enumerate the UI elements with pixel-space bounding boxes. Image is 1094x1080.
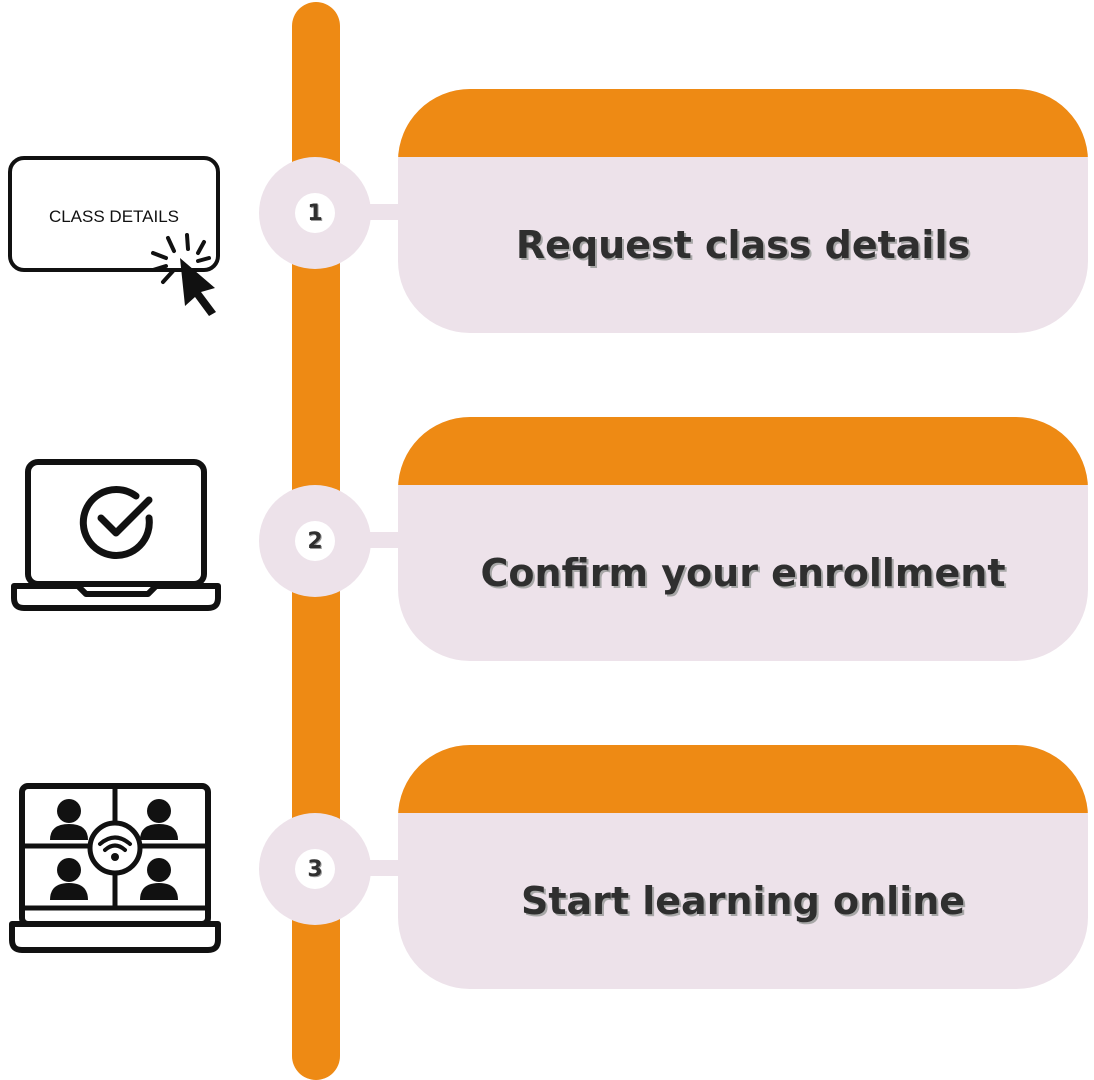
step-number-badge: 3 [295, 849, 335, 889]
step-number-badge: 1 [295, 193, 335, 233]
step-card-header [398, 89, 1088, 157]
step-card-header [398, 745, 1088, 813]
step-card-request: Request class details [398, 89, 1088, 333]
class-details-button-text: CLASS DETAILS [49, 207, 179, 226]
step-card-start: Start learning online [398, 745, 1088, 989]
laptop-check-icon [11, 459, 221, 611]
video-conference-icon [9, 783, 221, 953]
click-button-icon: CLASS DETAILS [8, 156, 220, 316]
step-label: Start learning online [520, 879, 966, 923]
step-label: Request class details [515, 223, 971, 267]
step-card-header [398, 417, 1088, 485]
step-card-confirm: Confirm your enrollment [398, 417, 1088, 661]
step-label: Confirm your enrollment [480, 551, 1006, 595]
step-number-badge: 2 [295, 521, 335, 561]
step-connector [360, 532, 410, 548]
step-connector [360, 860, 410, 876]
step-connector [360, 204, 410, 220]
